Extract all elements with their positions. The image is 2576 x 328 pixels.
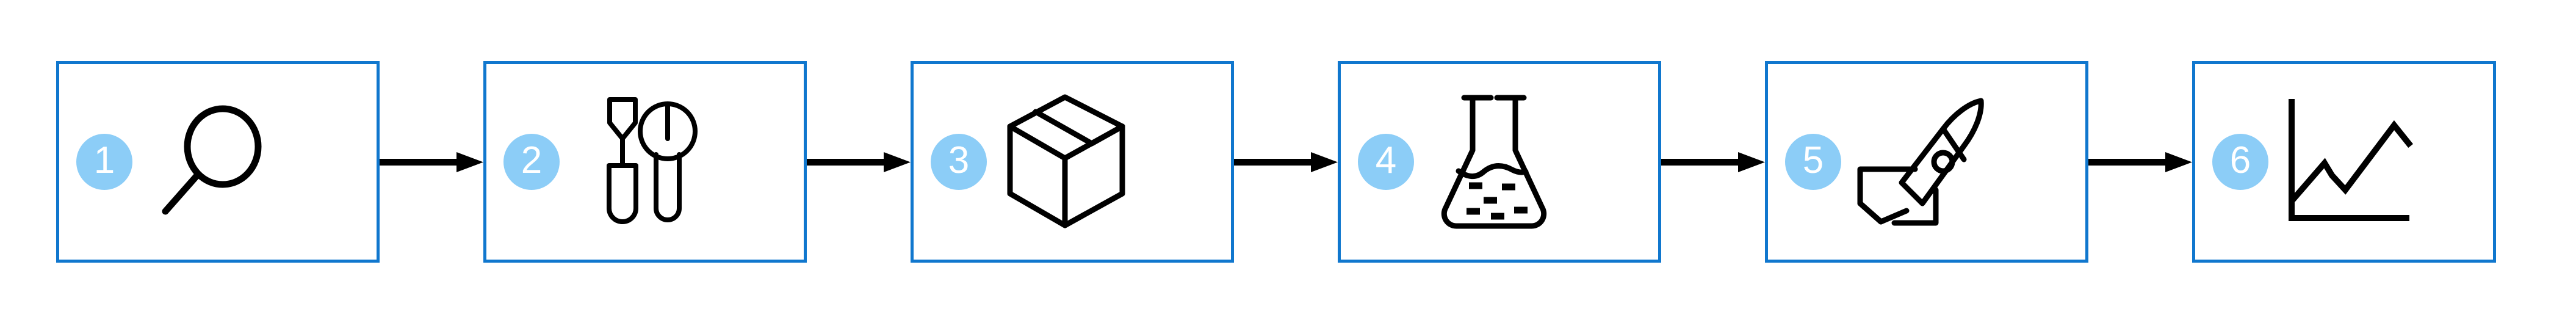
step-number-1: 1 [93,139,115,181]
connector-arrow-1 [380,61,483,263]
step-number-badge-4: 4 [1358,134,1414,190]
rocket-icon [1857,98,1984,226]
step-number-3: 3 [948,139,970,181]
step-number-badge-1: 1 [76,134,132,190]
package-box-icon [1005,94,1127,228]
connector-arrow-4 [1661,61,1765,263]
process-flow: 1 2 [56,61,2496,263]
connector-arrow-3 [1234,61,1338,263]
line-chart-icon [2287,98,2414,226]
connector-arrow-5 [2088,61,2192,263]
step-box-3[interactable]: 3 [911,61,1234,263]
step-box-4[interactable]: 4 [1338,61,1661,263]
step-number-badge-3: 3 [931,134,987,190]
step-number-2: 2 [521,139,543,181]
step-box-1[interactable]: 1 [56,61,380,263]
step-box-6[interactable]: 6 [2192,61,2496,263]
step-box-5[interactable]: 5 [1765,61,2088,263]
step-number-badge-2: 2 [503,134,560,190]
connector-arrow-2 [807,61,911,263]
step-number-5: 5 [1802,139,1824,181]
magnifier-icon [151,98,273,226]
step-number-badge-6: 6 [2212,134,2268,190]
step-box-2[interactable]: 2 [483,61,807,263]
step-number-4: 4 [1375,139,1397,181]
flask-icon [1432,95,1554,229]
step-number-badge-5: 5 [1785,134,1841,190]
screwdriver-wrench-icon [578,97,700,226]
step-number-6: 6 [2229,139,2251,181]
